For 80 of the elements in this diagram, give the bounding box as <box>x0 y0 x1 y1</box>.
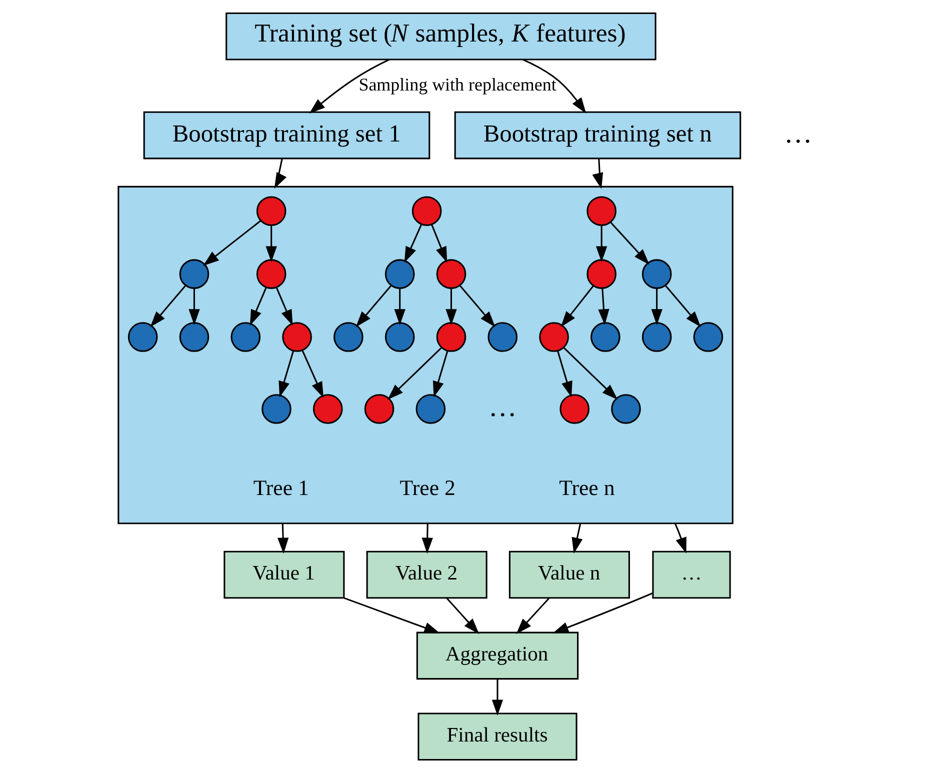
node-box: Value 2 <box>366 550 487 599</box>
arrow <box>610 222 649 265</box>
arrow <box>674 523 686 554</box>
node-circle <box>333 322 363 352</box>
node-box: Aggregation <box>416 632 578 680</box>
arrow <box>552 592 653 634</box>
node-circle <box>282 322 312 352</box>
node-circle <box>261 394 291 424</box>
node-circle <box>692 322 723 352</box>
arrow <box>276 523 288 554</box>
label: Tree 1 <box>252 476 308 500</box>
node-circle <box>538 322 568 352</box>
node-circle <box>411 196 442 226</box>
arrow <box>432 350 448 398</box>
node-circle <box>384 259 414 289</box>
label: Tree n <box>558 476 614 500</box>
arrow <box>445 288 456 326</box>
node-circle <box>415 394 446 424</box>
arrow <box>394 288 405 326</box>
arrow <box>421 523 432 554</box>
node-box: Training set (N samples, K features) <box>225 12 656 60</box>
node-box: Bootstrap training set n <box>454 111 741 160</box>
arrow <box>188 288 200 326</box>
arrow <box>650 288 662 326</box>
node-circle <box>312 394 342 424</box>
arrow <box>592 158 603 189</box>
node-box: Value 1 <box>223 550 344 599</box>
node-box: Final results <box>417 712 577 761</box>
arrow <box>664 285 700 328</box>
node-box: Value n <box>508 550 630 599</box>
arrow <box>301 350 323 398</box>
arrow <box>249 287 266 326</box>
arrow <box>560 285 594 328</box>
node-circle <box>364 394 394 424</box>
arrow <box>446 598 479 634</box>
edge-label: Sampling with replacement <box>358 74 556 95</box>
node-box: Bootstrap training set 1 <box>142 111 430 160</box>
arrow <box>278 350 294 398</box>
node-circle <box>487 322 518 352</box>
arrow <box>404 224 422 263</box>
arrow <box>274 158 286 189</box>
arrow <box>387 347 442 400</box>
arrow <box>343 597 440 634</box>
arrow <box>308 58 389 114</box>
node-circle <box>586 196 616 226</box>
cluster <box>117 186 733 524</box>
arrow <box>595 226 607 262</box>
arrow <box>275 287 292 326</box>
arrow <box>459 285 495 328</box>
label: … <box>784 118 812 150</box>
arrow <box>516 598 550 634</box>
node-circle <box>641 259 672 289</box>
node-circle <box>610 394 640 424</box>
arrow <box>522 59 586 114</box>
arrow <box>571 523 582 554</box>
arrow <box>430 224 447 263</box>
node-circle <box>586 259 616 289</box>
arrow <box>265 226 276 262</box>
node-circle <box>256 196 286 226</box>
node-circle <box>384 322 414 352</box>
node-circle <box>559 394 589 424</box>
arrow <box>556 350 572 398</box>
node-circle <box>256 259 286 289</box>
node-circle <box>178 259 209 289</box>
arrow <box>355 285 391 328</box>
node-circle <box>230 322 260 352</box>
label: … <box>488 392 516 424</box>
node-circle <box>641 322 672 352</box>
node-circle <box>436 322 466 352</box>
arrow <box>491 679 503 716</box>
arrow <box>563 347 618 400</box>
node-circle <box>590 322 620 352</box>
node-box: … <box>652 550 730 599</box>
label: Tree 2 <box>399 476 455 500</box>
arrow <box>202 220 261 266</box>
node-circle <box>127 322 158 352</box>
node-circle <box>178 322 209 352</box>
arrow <box>598 288 609 326</box>
arrow <box>150 285 186 328</box>
node-circle <box>436 259 466 289</box>
